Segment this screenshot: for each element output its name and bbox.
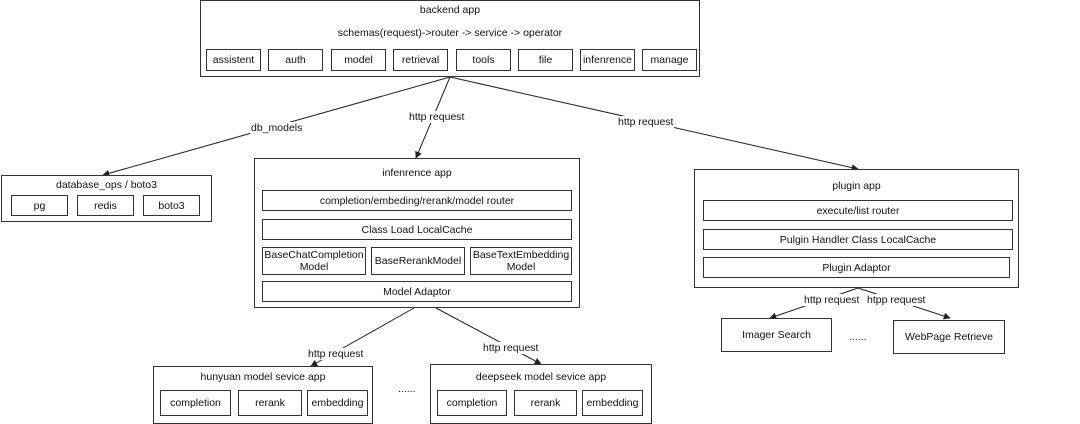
edge-label-http-deepseek: http request bbox=[482, 342, 540, 354]
webpage-retrieve-box: WebPage Retrieve bbox=[893, 320, 1005, 354]
backend-module-model: model bbox=[331, 49, 386, 71]
edge-inference-deepseek bbox=[435, 307, 542, 365]
database-item-boto3: boto3 bbox=[143, 195, 200, 216]
imager-search-box: Imager Search bbox=[721, 318, 832, 352]
backend-module-tools: tools bbox=[456, 49, 511, 71]
plugin-adaptor-box: Plugin Adaptor bbox=[703, 257, 1010, 278]
services-ellipsis: ...... bbox=[398, 383, 416, 395]
model-text-embedding: BaseTextEmbedding Model bbox=[470, 247, 572, 275]
inference-router-box: completion/embeding/rerank/model router bbox=[262, 190, 572, 211]
backend-module-file: file bbox=[518, 49, 573, 71]
backend-module-manage: manage bbox=[642, 49, 697, 71]
backend-module-infenrence: infenrence bbox=[580, 49, 635, 71]
hunyuan-rerank: rerank bbox=[238, 390, 302, 416]
database-item-redis: redis bbox=[77, 195, 134, 216]
model-rerank: BaseRerankModel bbox=[371, 247, 465, 275]
edge-label-http-inference: http request bbox=[408, 111, 466, 123]
edge-label-http-plugin: http request bbox=[617, 116, 675, 128]
hunyuan-embedding: embedding bbox=[307, 390, 368, 416]
deepseek-service-title: deepseek model sevice app bbox=[475, 371, 607, 383]
database-item-pg: pg bbox=[11, 195, 68, 216]
deepseek-embedding: embedding bbox=[582, 390, 643, 416]
inference-adaptor-box: Model Adaptor bbox=[262, 281, 572, 302]
database-ops-title: database_ops / boto3 bbox=[55, 179, 157, 191]
plugin-targets-ellipsis: ...... bbox=[849, 331, 867, 343]
plugin-cache-box: Pulgin Handler Class LocalCache bbox=[703, 229, 1013, 250]
plugin-app-title: plugin app bbox=[832, 180, 881, 192]
backend-module-retrieval: retrieval bbox=[393, 49, 448, 71]
inference-app-title: infenrence app bbox=[382, 167, 452, 179]
edge-label-db-models: db_models bbox=[250, 122, 304, 134]
hunyuan-service-title: hunyuan model sevice app bbox=[200, 371, 326, 383]
backend-module-assistent: assistent bbox=[206, 49, 261, 71]
edge-label-http-hunyuan: http request bbox=[307, 348, 365, 360]
hunyuan-completion: completion bbox=[160, 390, 231, 416]
model-chat-completion: BaseChatCompletion Model bbox=[262, 247, 366, 275]
backend-flow-text: schemas(request)->router -> service -> o… bbox=[337, 27, 563, 39]
backend-module-auth: auth bbox=[268, 49, 323, 71]
edge-label-http-webpage: htpp request bbox=[866, 294, 927, 306]
plugin-router-box: execute/list router bbox=[703, 200, 1013, 221]
deepseek-rerank: rerank bbox=[514, 390, 577, 416]
backend-app-title: backend app bbox=[419, 4, 481, 16]
deepseek-completion: completion bbox=[437, 390, 507, 416]
edge-label-http-imager: http request bbox=[803, 294, 861, 306]
inference-cache-box: Class Load LocalCache bbox=[262, 219, 572, 240]
